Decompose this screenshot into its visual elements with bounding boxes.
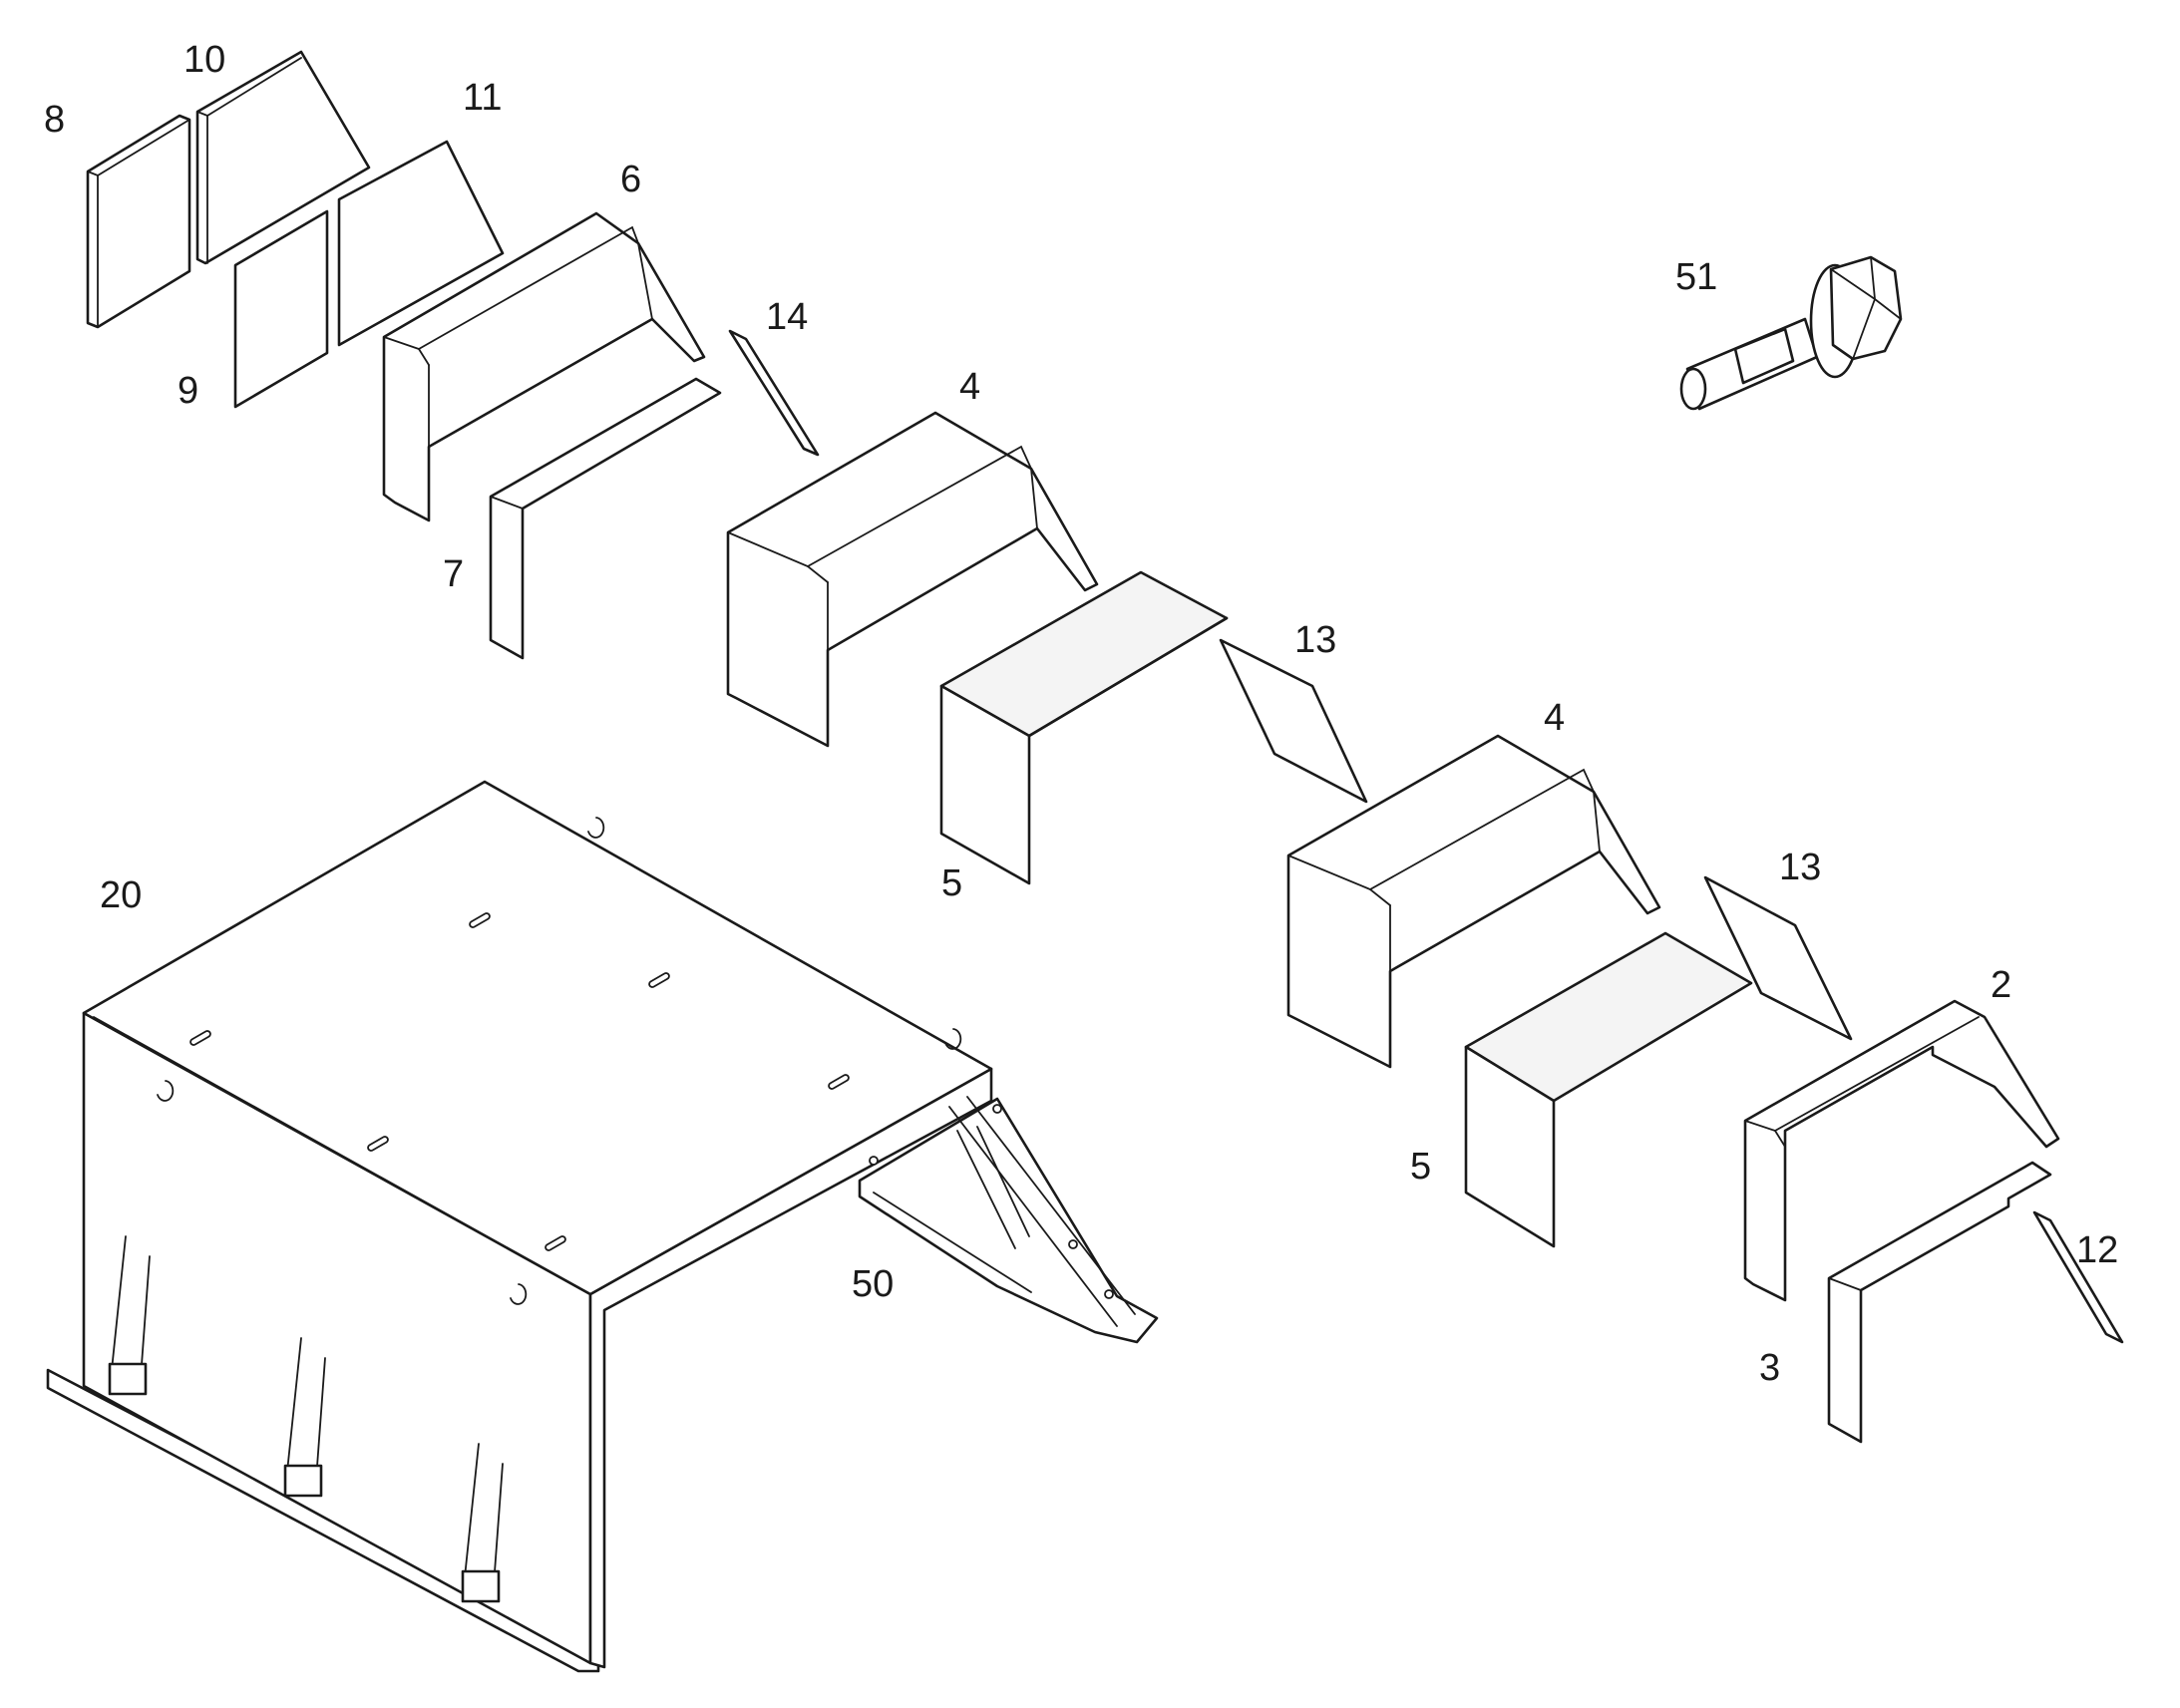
callout-labels: 8 10 11 6 9 14 7 4 13 5 4 13 2 5 12 3 20… [44, 39, 2118, 1389]
part-4-frame-lower [1286, 734, 1661, 1069]
callout-6: 6 [620, 159, 641, 200]
callout-50: 50 [852, 1263, 894, 1305]
callout-7: 7 [443, 553, 464, 595]
part-51-bolt [1679, 255, 1903, 411]
part-5-panel-lower [1464, 931, 1753, 1248]
callout-12: 12 [2076, 1229, 2118, 1271]
part-3-strip [1827, 1161, 2052, 1444]
callout-11: 11 [463, 77, 502, 119]
part-9-panel [233, 209, 329, 409]
part-14-sliver [728, 329, 820, 457]
callout-13a: 13 [1294, 619, 1336, 661]
part-4-frame-upper [726, 411, 1099, 748]
callout-3: 3 [1759, 1347, 1780, 1389]
callout-14: 14 [766, 296, 808, 338]
callout-10: 10 [183, 39, 225, 81]
callout-9: 9 [178, 370, 198, 412]
part-6-frame [382, 211, 706, 522]
part-13-rhombus-lower [1703, 875, 1853, 1041]
feet-brackets [108, 1235, 504, 1603]
part-20-enclosure [46, 780, 993, 1673]
callout-2: 2 [1991, 964, 2011, 1006]
part-12-sliver [2032, 1210, 2124, 1344]
callout-13b: 13 [1779, 847, 1821, 888]
part-8-panel [86, 114, 191, 329]
callout-8: 8 [44, 99, 65, 141]
callout-5a: 5 [941, 862, 962, 904]
part-5-panel-upper [939, 570, 1229, 885]
callout-20: 20 [100, 874, 142, 916]
part-11-panel [337, 140, 505, 347]
part-50-bracket [858, 1096, 1159, 1344]
callout-4b: 4 [1544, 697, 1565, 739]
part-10-panel [195, 50, 371, 265]
callout-51: 51 [1675, 256, 1717, 298]
part-13-rhombus-upper [1219, 638, 1368, 804]
callout-4a: 4 [959, 366, 980, 408]
part-2-frame [1743, 999, 2060, 1302]
callout-5b: 5 [1410, 1146, 1431, 1188]
part-7-strip [489, 377, 722, 660]
